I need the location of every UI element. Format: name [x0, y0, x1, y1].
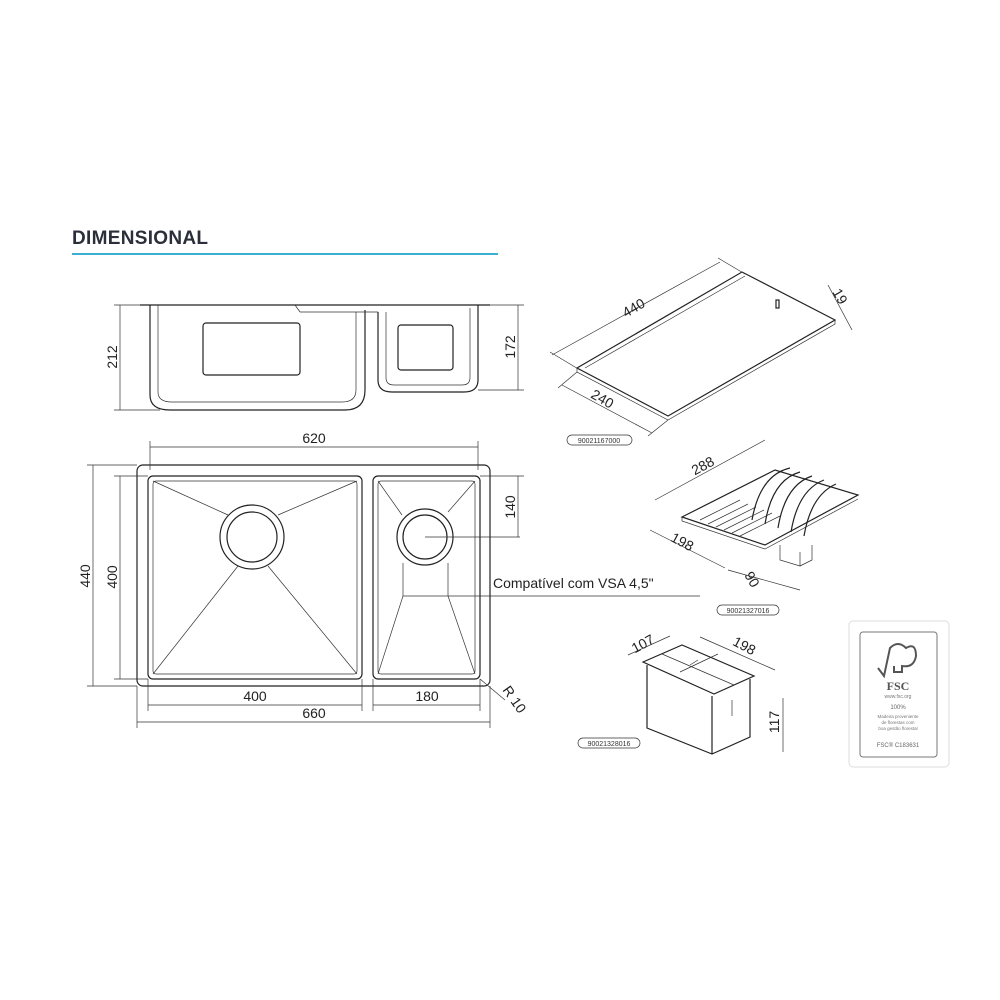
code-board: 90021167000	[578, 438, 620, 445]
fsc-desc-line: de florestas com	[881, 720, 914, 725]
fsc-tree-icon	[877, 643, 918, 679]
dim-basket-length: 198	[730, 633, 758, 658]
drain-large	[219, 504, 285, 570]
dim-440: 440	[77, 564, 93, 588]
cutting-board-drawing: 440 240 19 90021167000	[549, 257, 853, 446]
fsc-url: www.fsc.org	[885, 694, 912, 700]
dim-height-small: 172	[502, 335, 518, 359]
fsc-desc-line: Madeira proveniente	[877, 714, 919, 719]
dim-basket-height: 117	[766, 711, 782, 734]
dim-660: 660	[302, 705, 326, 721]
dim-board-length: 440	[619, 295, 647, 321]
plan-view: 620 440 400 140 400 180 660 R 10 Compatí…	[77, 430, 700, 728]
dim-board-width: 240	[588, 386, 616, 412]
dim-400-vertical: 400	[104, 565, 120, 589]
utensil-basket-drawing: 107 198 117 90021328016	[577, 631, 784, 755]
dim-rack-height: 90	[741, 569, 763, 591]
dim-board-thickness: 19	[829, 286, 851, 308]
fsc-logo-text: FSC	[887, 679, 910, 693]
dim-180: 180	[415, 688, 439, 704]
dim-basket-width: 107	[629, 631, 657, 656]
fsc-license: FSC® C183631	[877, 742, 920, 749]
title-underline	[72, 253, 498, 255]
dim-rack-length: 288	[689, 453, 717, 478]
dish-rack-drawing: 288 198 90 90021327016	[649, 439, 860, 616]
code-rack: 90021327016	[727, 608, 770, 615]
dim-140: 140	[502, 495, 518, 519]
dim-height-total: 212	[104, 345, 120, 369]
fsc-desc-line: boa gestão florestal	[878, 726, 917, 731]
code-basket: 90021328016	[588, 741, 631, 748]
fsc-percent: 100%	[890, 705, 906, 711]
dim-400-horizontal: 400	[243, 688, 267, 704]
drain-compat-note: Compatível com VSA 4,5"	[493, 575, 654, 591]
section-title: DIMENSIONAL	[72, 228, 209, 249]
dim-620: 620	[302, 430, 326, 446]
fsc-label: FSC www.fsc.org 100% Madeira proveniente…	[848, 620, 950, 768]
dim-rack-width: 198	[668, 529, 696, 554]
elevation-view: 212 172	[104, 304, 524, 411]
